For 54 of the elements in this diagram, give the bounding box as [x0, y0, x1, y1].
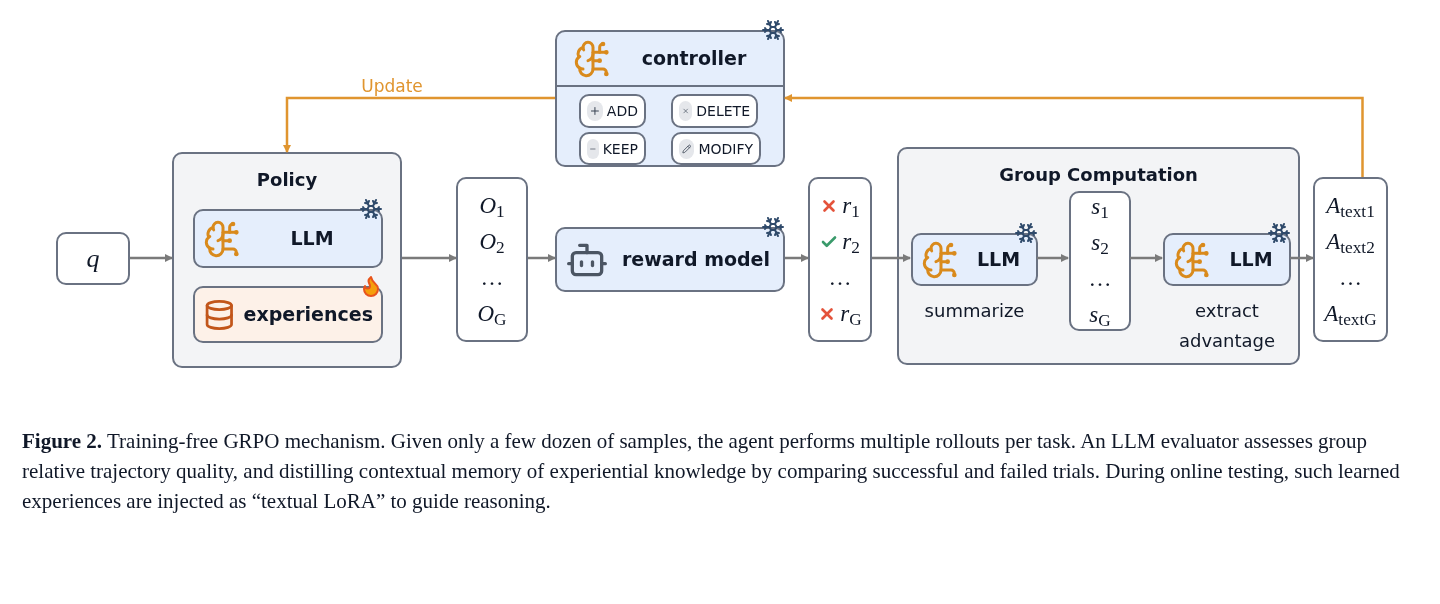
group-panel — [897, 147, 1300, 365]
math-term: r$_{1}$ — [842, 191, 860, 221]
math-term: O$_{2}$ — [479, 227, 505, 257]
arrow — [528, 254, 556, 262]
button-label: KEEP — [602, 140, 638, 157]
figure-caption: Figure 2. Training-free GRPO mechanism. Given only a few dozen of samples, the agent performs multiple rollouts per task. An LLM evaluator assesses group relative trajectory quality, and distilling contextual memory of experiential knowledge by comparing successful and failed trials. During online testing, such learned experiences are injected as “textual LoRA” to guide reasoning. — [22, 428, 1401, 515]
arrow — [785, 254, 809, 262]
input-box — [56, 232, 130, 285]
edge-label: Update — [361, 76, 423, 97]
module-label: LLM — [1229, 248, 1273, 271]
math-term: … — [1339, 263, 1362, 292]
math-term: … — [480, 263, 504, 292]
caption-text: summarize — [924, 300, 1025, 321]
module-label: controller — [641, 47, 747, 70]
arrow — [872, 254, 911, 262]
arrow — [784, 94, 1364, 177]
math-term: s$_{2}$ — [1091, 229, 1109, 258]
button-label: DELETE — [696, 103, 750, 119]
math-term: A$_{text2}$ — [1326, 227, 1375, 257]
group-title: Group Computation — [999, 164, 1198, 185]
group-panel — [172, 152, 402, 368]
group-title: Policy — [256, 169, 318, 190]
arrow — [1290, 254, 1314, 262]
math-term: s$_{1}$ — [1091, 193, 1109, 222]
list-box — [1069, 191, 1131, 331]
arrow — [130, 254, 173, 262]
arrow — [1037, 254, 1069, 262]
module-label: reward model — [621, 248, 771, 271]
module-label: LLM — [976, 248, 1021, 271]
list-box — [808, 177, 872, 342]
button-label: ADD — [606, 103, 638, 119]
math-term: s$_{G}$ — [1089, 301, 1111, 330]
list-box — [456, 177, 528, 342]
arrow — [402, 254, 457, 262]
math-term: … — [828, 263, 852, 292]
module-label: experiences — [243, 303, 373, 326]
list-box — [1313, 177, 1388, 342]
math-term: O$_{1}$ — [479, 191, 505, 221]
variable-label: q — [86, 244, 100, 273]
action-button — [579, 94, 646, 128]
math-term: O$_{G}$ — [477, 299, 507, 329]
module-label: LLM — [290, 227, 334, 250]
math-term: r$_{G}$ — [840, 299, 862, 329]
arrow — [1130, 254, 1163, 262]
action-button — [579, 132, 646, 165]
arrow — [283, 96, 555, 153]
caption-text: extract advantage — [1178, 300, 1276, 351]
action-button — [671, 94, 758, 128]
math-term: r$_{2}$ — [842, 227, 860, 257]
math-term: … — [1088, 265, 1112, 293]
math-term: A$_{textG}$ — [1324, 299, 1377, 329]
math-term: A$_{text1}$ — [1326, 191, 1375, 221]
action-button — [671, 132, 761, 165]
button-label: MODIFY — [698, 140, 753, 157]
